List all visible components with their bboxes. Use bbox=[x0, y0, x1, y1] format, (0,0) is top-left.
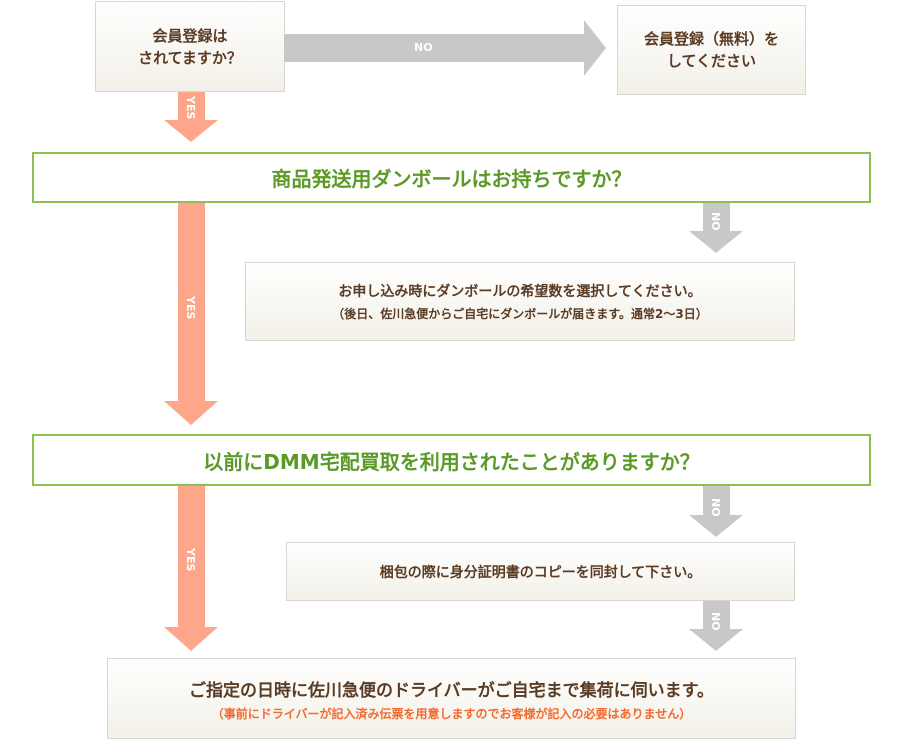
select-cardboard-text: お申し込み時にダンボールの希望数を選択してください。 bbox=[338, 284, 702, 300]
pickup-box: ご指定の日時に佐川急便のドライバーがご自宅まで集荷に伺います。 （事前にドライバ… bbox=[107, 658, 796, 739]
member-question-box: 会員登録は されてますか？ bbox=[95, 1, 285, 92]
yes-label: YES bbox=[184, 548, 197, 572]
no-arrow-down-3 bbox=[689, 601, 743, 651]
no-arrow-right bbox=[284, 20, 606, 76]
select-cardboard-note: （後日、佐川急便からご自宅にダンボールが届きます。通常2～3日） bbox=[332, 307, 708, 321]
id-copy-text: 梱包の際に身分証明書のコピーを同封して下さい。 bbox=[379, 564, 702, 581]
register-box: 会員登録（無料）を してください bbox=[617, 5, 806, 95]
pickup-text: ご指定の日時に佐川急便のドライバーがご自宅まで集荷に伺います。 bbox=[189, 680, 714, 701]
select-cardboard-box: お申し込み時にダンボールの希望数を選択してください。 （後日、佐川急便からご自宅… bbox=[245, 262, 795, 341]
no-arrow-down-2 bbox=[689, 486, 743, 537]
member-question-line1: 会員登録は bbox=[152, 26, 228, 45]
id-copy-box: 梱包の際に身分証明書のコピーを同封して下さい。 bbox=[286, 542, 795, 601]
register-line1: 会員登録（無料）を bbox=[643, 30, 779, 48]
no-label: NO bbox=[709, 612, 722, 631]
no-label: NO bbox=[709, 212, 722, 231]
no-arrow-down-1 bbox=[689, 203, 743, 253]
no-label: NO bbox=[414, 41, 433, 54]
member-question-line2: されてますか？ bbox=[138, 48, 242, 67]
yes-arrow-1 bbox=[164, 92, 218, 142]
yes-label: YES bbox=[184, 96, 197, 120]
previous-use-question: 以前にDMM宅配買取を利用されたことがありますか？ bbox=[32, 434, 871, 486]
pickup-note: （事前にドライバーが記入済み伝票を用意しますのでお客様が記入の必要はありません） bbox=[211, 706, 692, 721]
cardboard-question: 商品発送用ダンボールはお持ちですか？ bbox=[32, 152, 871, 203]
yes-label: YES bbox=[184, 296, 197, 320]
register-line2: してください bbox=[666, 52, 757, 70]
yes-arrow-3 bbox=[164, 486, 218, 651]
yes-arrow-2 bbox=[164, 203, 218, 425]
no-label: NO bbox=[709, 498, 722, 517]
